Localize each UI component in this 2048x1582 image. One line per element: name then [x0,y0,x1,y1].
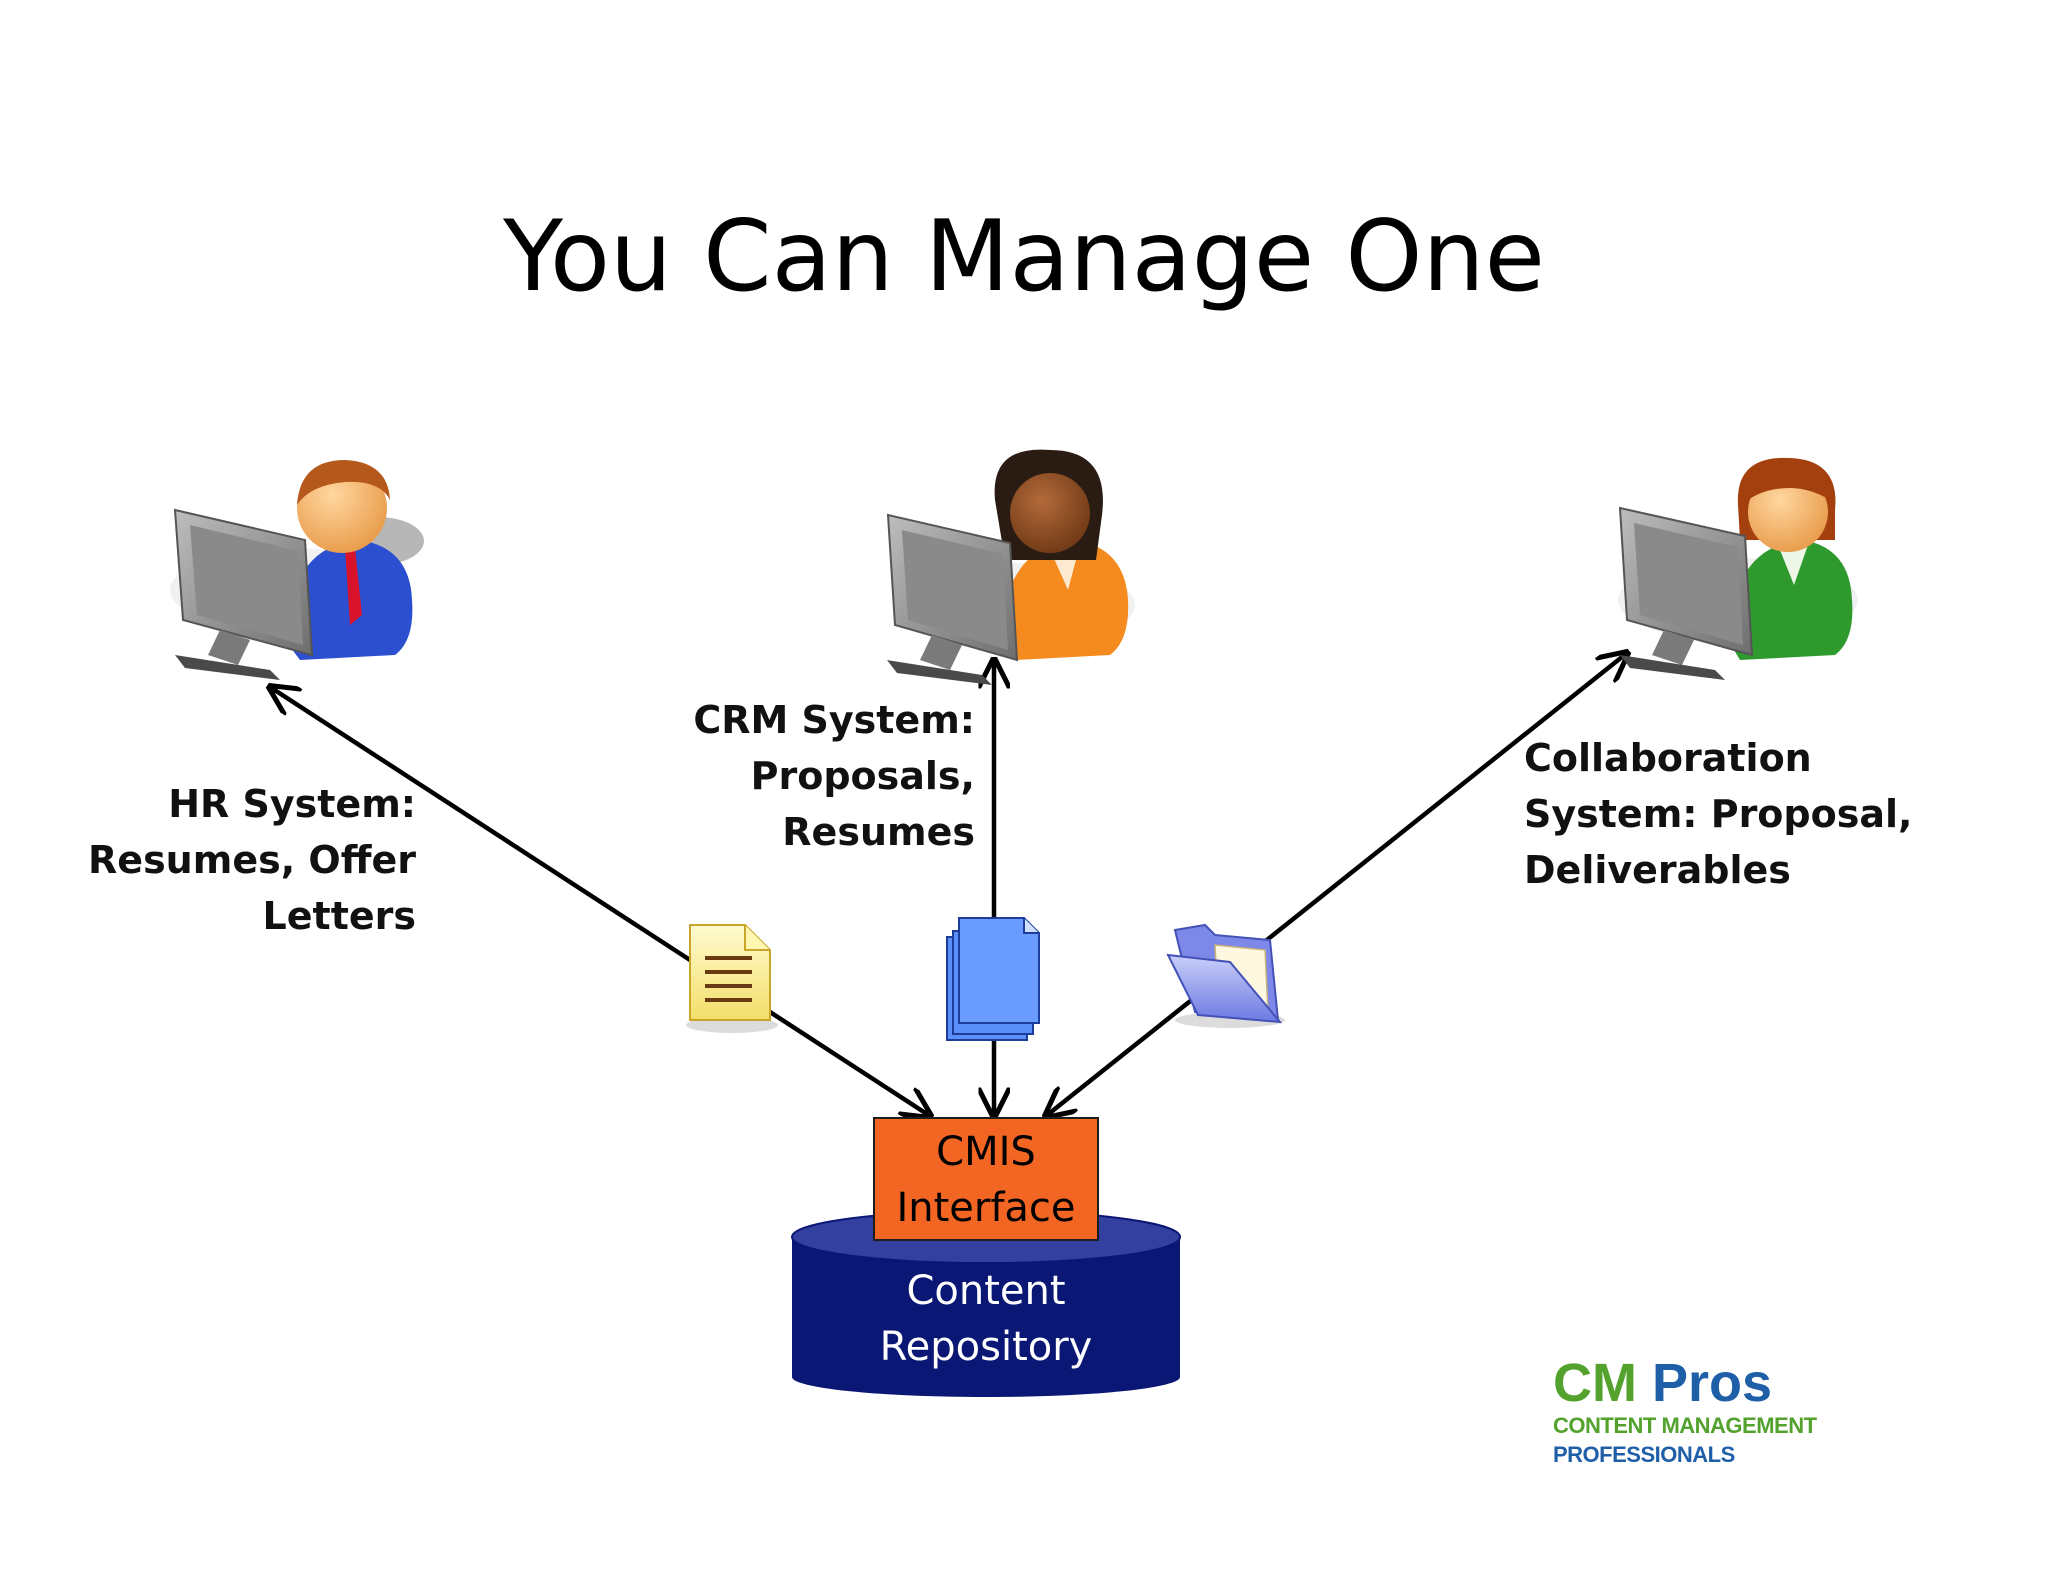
cmis-interface-box [873,1117,1099,1241]
content-repository-label: Content Repository [790,1263,1182,1375]
repository-line-1: Content [906,1268,1066,1314]
cmis-line-1: CMIS [936,1129,1036,1175]
hr-system-line-1: HR System: [168,782,416,826]
cmis-interface-label: CMIS Interface [874,1124,1098,1236]
crm-system-line-3: Resumes [782,810,975,854]
folder-icon [1166,923,1285,1028]
arrow-collab [1046,653,1627,1116]
logo-cm: CM [1553,1353,1637,1413]
crm-system-line-1: CRM System: [693,698,975,742]
crm-system-line-2: Proposals, [750,754,975,798]
collab-system-line-2: System: Proposal, [1524,792,1913,836]
collab-system-line-3: Deliverables [1524,848,1791,892]
hr-system-label: HR System: Resumes, Offer Letters [88,776,416,944]
logo-tagline-1: CONTENT MANAGEMENT [1553,1413,1817,1438]
cmis-line-2: Interface [896,1185,1076,1231]
collaboration-system-label: Collaboration System: Proposal, Delivera… [1524,730,1912,898]
hr-system-line-3: Letters [262,894,416,938]
slide-title: You Can Manage One [503,200,1545,314]
logo-tagline-2: PROFESSIONALS [1553,1442,1735,1467]
cm-pros-logo: CM Pros CONTENT MANAGEMENT PROFESSIONALS [1553,1355,1817,1469]
hr-user-icon [170,460,424,680]
repository-line-2: Repository [879,1324,1093,1370]
crm-system-label: CRM System: Proposals, Resumes [693,692,975,860]
logo-wordmark: CM Pros [1553,1355,1817,1411]
logo-pros: Pros [1652,1353,1773,1413]
arrow-hr [270,687,930,1116]
collab-system-line-1: Collaboration [1524,736,1812,780]
hr-system-line-2: Resumes, Offer [88,838,416,882]
documents-stack-icon [946,917,1040,1041]
crm-user-icon [886,449,1135,685]
collab-user-icon [1618,457,1858,680]
note-document-icon [686,924,778,1033]
